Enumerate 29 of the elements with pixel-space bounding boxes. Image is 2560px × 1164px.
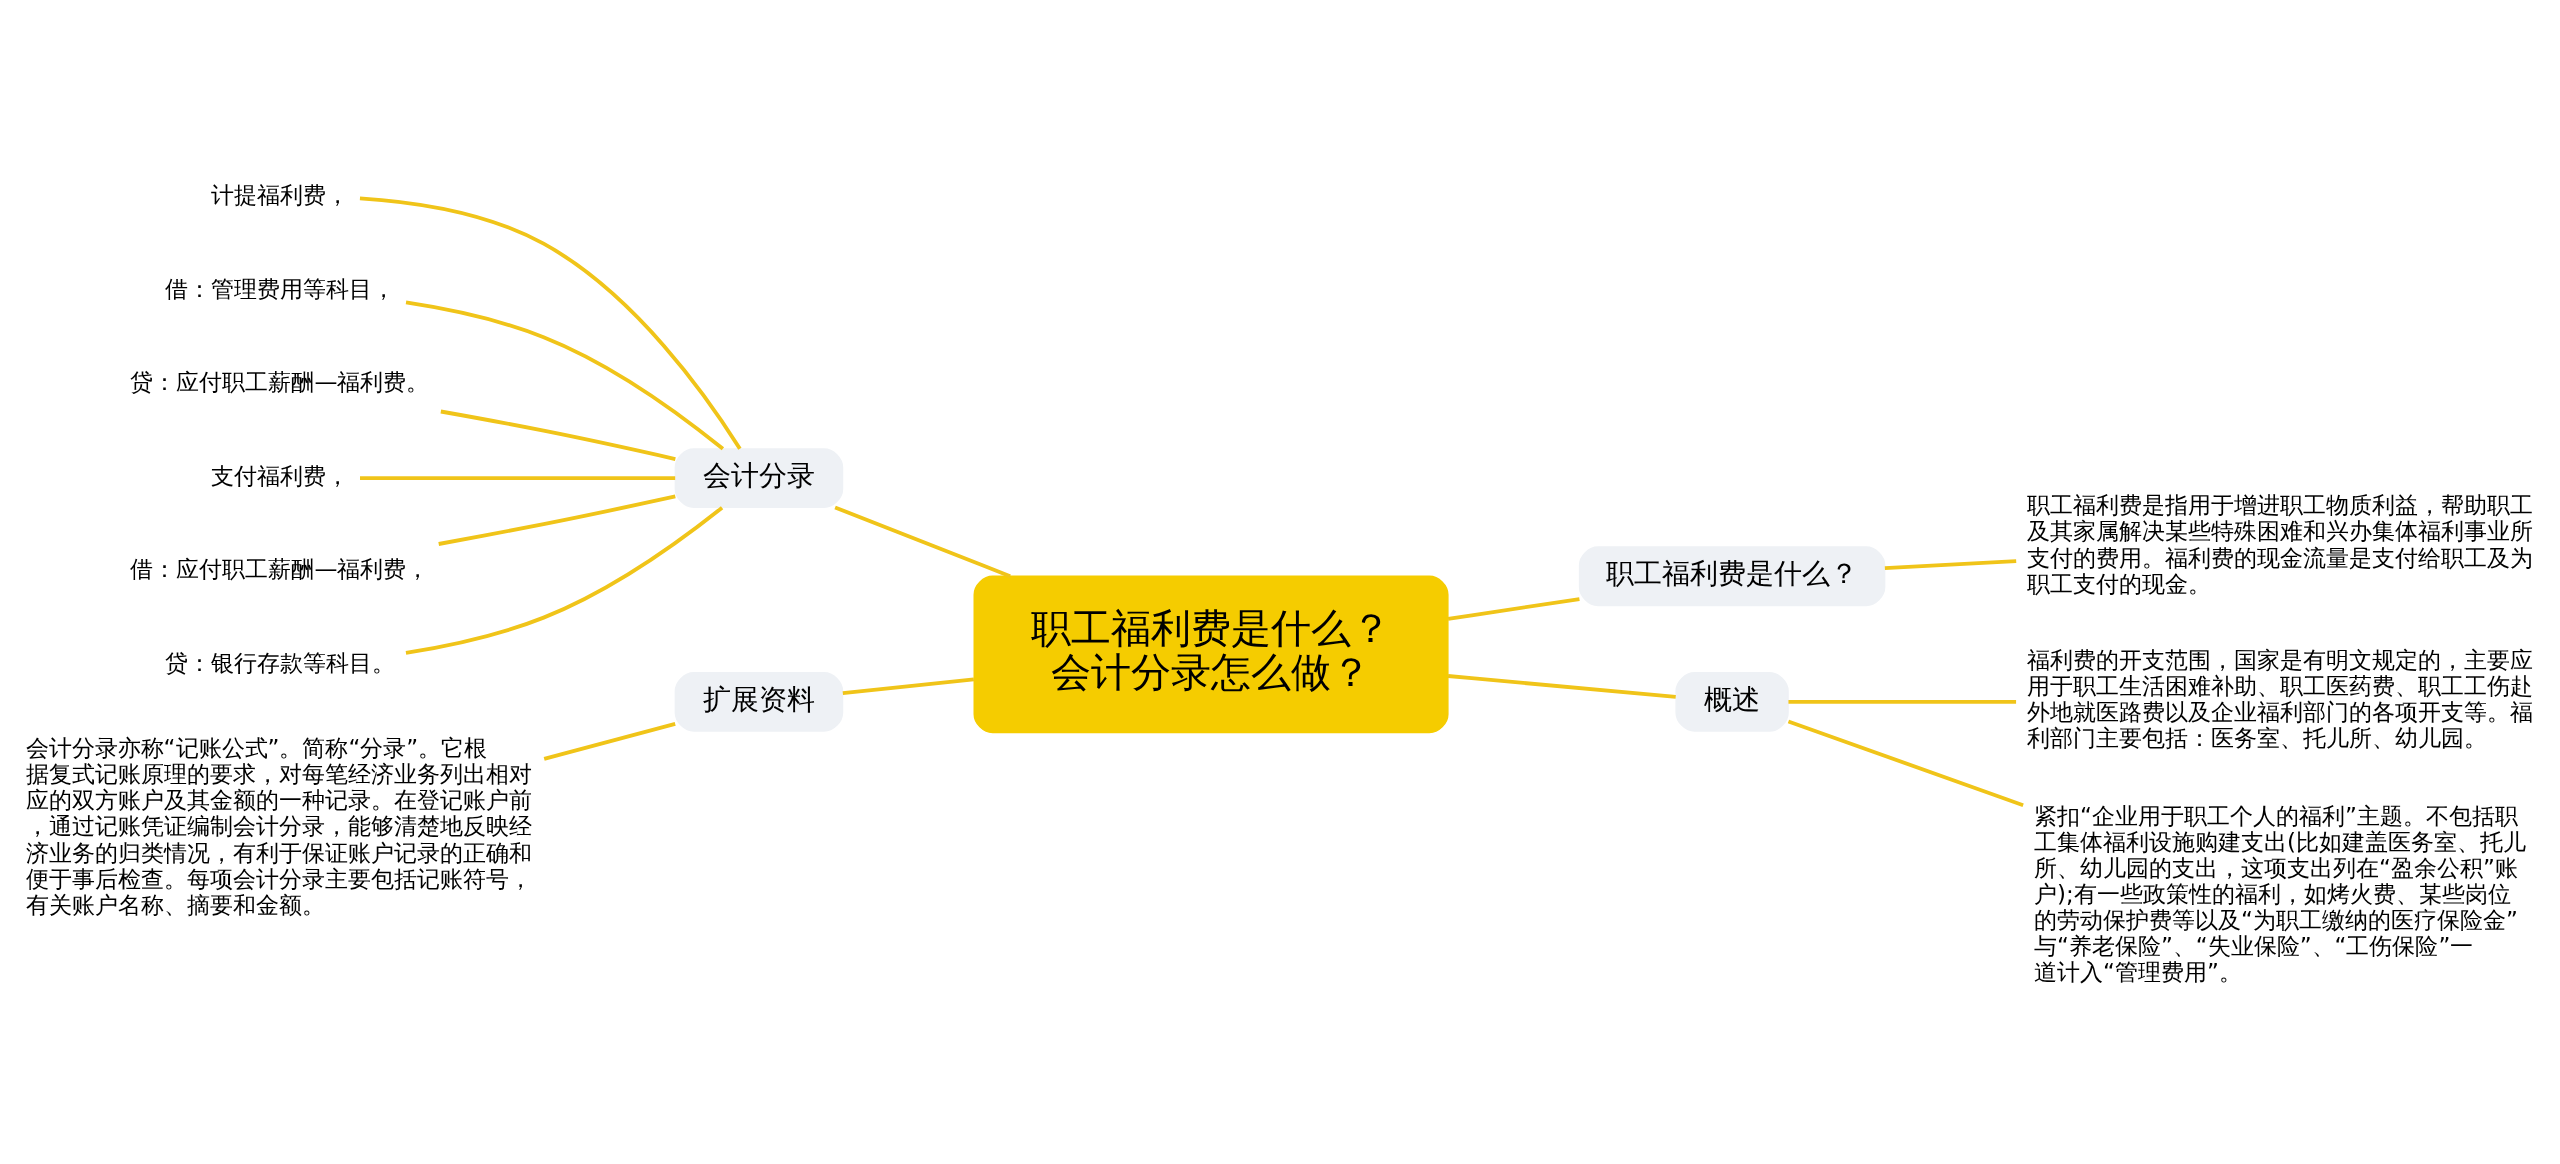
connector <box>834 505 1011 578</box>
node-box: 扩展资料 <box>674 672 844 732</box>
node-text: 职工福利费是指用于增进职工物质利益，帮助职工及其家属解决某些特殊困难和兴办集体福利事业所支付的费用。福利费的现金流量是支付给职工及为职工支付的现金。 <box>2027 492 2534 597</box>
node-text: 计提福利费， <box>210 182 349 209</box>
node-text: 贷：银行存款等科目。 <box>164 649 395 676</box>
connector <box>405 506 724 655</box>
node-text: 福利费的开支范围，国家是有明文规定的，主要应用于职工生活困难补助、职工医药费、职工工伤赴外地就医路费以及企业福利部门的各项开支等。福利部门主要包括：医务室、托儿所、幼儿园。 <box>2027 647 2534 752</box>
node-text: 借：管理费用等科目， <box>164 275 395 302</box>
connector <box>360 476 676 481</box>
connector <box>438 494 676 546</box>
node-box: 职工福利费是什么？ <box>1578 546 1886 607</box>
connector <box>1447 597 1580 621</box>
connector <box>440 409 676 461</box>
connector <box>543 722 676 761</box>
node-text: 借：应付职工薪酬—福利费， <box>130 556 430 583</box>
node-box: 职工福利费是什么？会计分录怎么做？ <box>973 575 1449 734</box>
node-text: 贷：应付职工薪酬—福利费。 <box>130 369 430 396</box>
connector <box>1884 559 2017 571</box>
connector <box>1788 700 2017 704</box>
node-text: 紧扣“企业用于职工个人的福利”主题。不包括职工集体福利设施购建支出(比如建盖医务室、托儿所、幼儿园的支出，这项支出列在“盈余公积”账户);有一些政策性的福利，如烤火费、某些岗位的劳动保护费等以及“为职工缴纳的医疗保险金”与“养老保险”、“失业保险”、“工伤保险”一道计入“管理费用”。 <box>2034 802 2526 986</box>
node-text: 会计分录亦称“记账公式”。简称“分录”。它根据复式记账原理的要求，对每笔经济业务列出相对应的双方账户及其金额的一种记录。在登记账户前，通过记账凭证编制会计分录，能够清楚地反映经济业务的归类情况，有利于保证账户记录的正确和便于事后检查。每项会计分录主要包括记账符号，有关账户名称、摘要和金额。 <box>25 735 532 918</box>
node-box: 概述 <box>1675 672 1789 732</box>
connector <box>359 196 742 450</box>
connector <box>1787 719 2024 807</box>
node-text: 支付福利费， <box>210 462 349 489</box>
node-box: 会计分录 <box>674 448 844 509</box>
connector <box>842 677 975 696</box>
connector <box>1447 674 1676 699</box>
connector <box>405 300 725 451</box>
